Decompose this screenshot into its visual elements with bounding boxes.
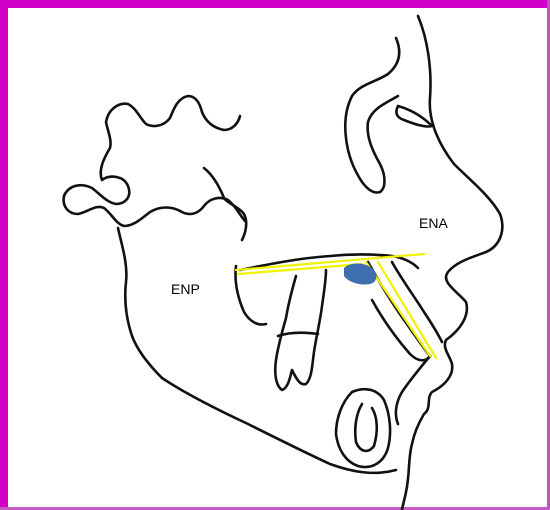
incisor-axis-line-2: [378, 262, 436, 358]
mandible-ramus: [118, 228, 162, 378]
anterior-maxilla: [392, 262, 442, 342]
reference-lines: [236, 254, 436, 358]
label-ena: ENA: [419, 216, 448, 230]
cranial-base-outline: [64, 96, 240, 204]
symphysis-inner: [355, 404, 377, 451]
frontal-nasal-outline: [345, 38, 399, 193]
cranial-base-lower: [64, 196, 246, 226]
label-enp: ENP: [171, 282, 200, 296]
tracing-strokes: [64, 16, 503, 510]
orbit-outline: [396, 106, 432, 127]
pterygoid-outline: [204, 168, 246, 240]
mandible-lower-border: [162, 378, 396, 473]
soft-tissue-profile: [402, 16, 502, 510]
molar-crown: [278, 333, 318, 336]
mandibular-symphysis: [336, 389, 390, 467]
upper-molar: [275, 270, 326, 390]
